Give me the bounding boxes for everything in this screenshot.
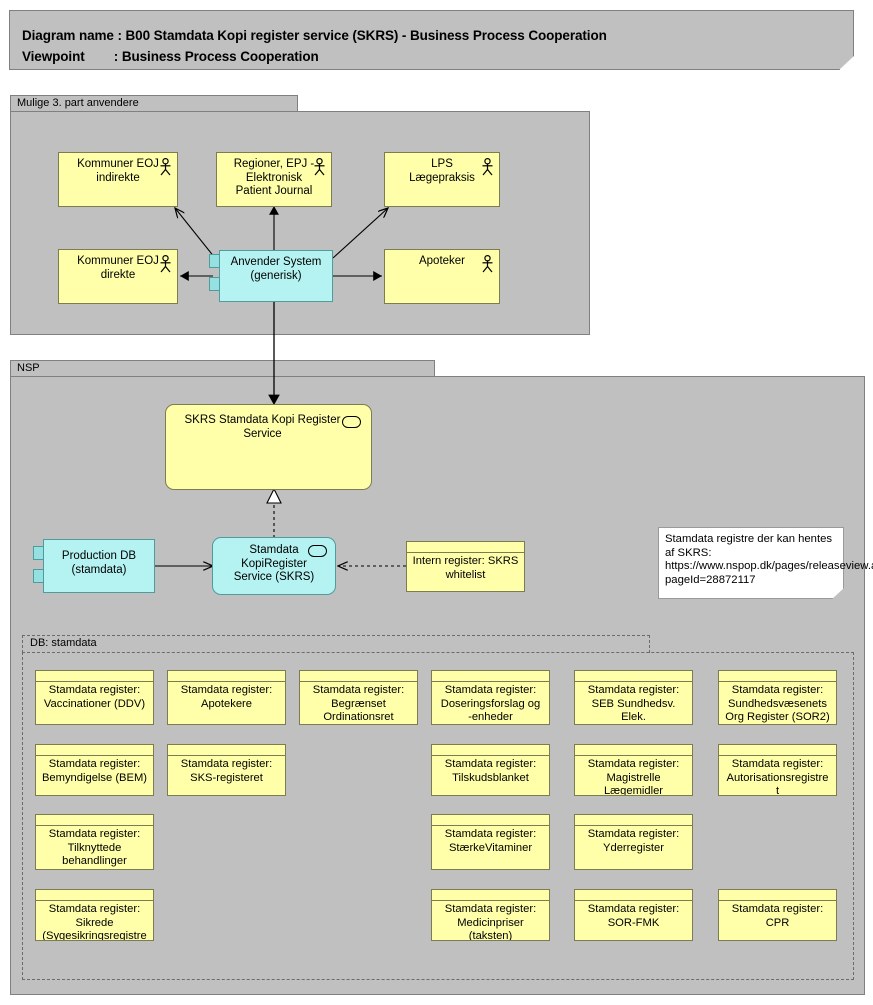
- register-card[interactable]: Stamdata register: Doseringsforslag og -…: [431, 670, 550, 725]
- register-card-label: Stamdata register: Magistrelle Lægemidle…: [587, 758, 680, 796]
- register-card-label: Stamdata register: Tilskudsblanket: [444, 758, 537, 784]
- register-card-label: Stamdata register: Yderregister: [587, 828, 680, 854]
- register-card[interactable]: Stamdata register: SEB Sundhedsv. Elek. …: [574, 670, 693, 725]
- register-card[interactable]: Stamdata register: Vaccinationer (DDV): [35, 670, 154, 725]
- register-header-strip: [575, 671, 692, 682]
- group-db-stamdata-body: [22, 652, 854, 980]
- note-fold-corner: [832, 588, 844, 599]
- note-text: Stamdata registre der kan hentes af SKRS…: [665, 533, 873, 586]
- diagram-title-banner: Diagram name : B00 Stamdata Kopi registe…: [9, 10, 854, 70]
- actor-icon: [481, 158, 494, 176]
- node-apoteker[interactable]: Apoteker: [384, 249, 500, 304]
- node-anvender-system[interactable]: Anvender System (generisk): [219, 250, 333, 302]
- group-db-stamdata-title: DB: stamdata: [30, 637, 97, 649]
- register-card-label: Stamdata register: SOR-FMK: [587, 903, 680, 929]
- register-card[interactable]: Stamdata register: StærkeVitaminer: [431, 814, 550, 870]
- actor-icon: [313, 158, 326, 176]
- service-interface-icon: [308, 545, 327, 557]
- register-card[interactable]: Stamdata register: Magistrelle Lægemidle…: [574, 744, 693, 796]
- register-header-strip: [300, 671, 417, 682]
- banner-fold-corner: [839, 56, 854, 70]
- node-regioner-epj-label: Regioner, EPJ - Elektronisk Patient Jour…: [233, 158, 315, 197]
- node-intern-register-label: Intern register: SKRS whitelist: [412, 555, 519, 581]
- register-card-label: Stamdata register: CPR: [731, 903, 824, 929]
- register-card-label: Stamdata register: Begrænset Ordinations…: [312, 684, 405, 724]
- register-card[interactable]: Stamdata register: SOR-FMK: [574, 889, 693, 941]
- register-card-label: Stamdata register: Vaccinationer (DDV): [43, 684, 146, 710]
- service-interface-icon: [342, 416, 361, 428]
- node-lps-laegepraksis-label: LPS Lægepraksis: [409, 158, 475, 184]
- register-header-strip: [719, 745, 836, 756]
- node-stamdata-kopiregister-service-label: Stamdata KopiRegister Service (SKRS): [233, 544, 315, 583]
- register-card-label: Stamdata register: Apotekere: [180, 684, 273, 710]
- group-db-stamdata: DB: stamdata: [22, 635, 854, 980]
- node-stamdata-kopiregister-service[interactable]: Stamdata KopiRegister Service (SKRS): [212, 537, 336, 595]
- group-third-party-users-tab: Mulige 3. part anvendere: [10, 95, 298, 112]
- node-kommuner-eoj-direkte-label: Kommuner EOJ direkte: [77, 255, 159, 281]
- register-header-strip: [168, 745, 285, 756]
- register-card[interactable]: Stamdata register: Autorisationsregistre…: [718, 744, 837, 796]
- register-header-strip: [36, 745, 153, 756]
- register-card[interactable]: Stamdata register: Begrænset Ordinations…: [299, 670, 418, 725]
- register-card[interactable]: Stamdata register: Bemyndigelse (BEM): [35, 744, 154, 796]
- register-card-label: Stamdata register: Medicinpriser (takste…: [444, 903, 537, 941]
- register-card[interactable]: Stamdata register: Yderregister: [574, 814, 693, 870]
- register-card[interactable]: Stamdata register: Medicinpriser (takste…: [431, 889, 550, 941]
- register-header-strip: [407, 542, 524, 553]
- register-card-label: Stamdata register: SKS-registeret: [180, 758, 273, 784]
- node-skrs-stamdata-kopi-register-service[interactable]: SKRS Stamdata Kopi Register Service: [165, 404, 372, 490]
- register-card-label: Stamdata register: Tilknyttede behandlin…: [48, 828, 141, 868]
- register-card-label: Stamdata register: Sikrede (Sygesikrings…: [42, 903, 147, 941]
- register-header-strip: [432, 815, 549, 826]
- actor-icon: [159, 255, 172, 273]
- register-header-strip: [575, 745, 692, 756]
- register-header-strip: [575, 815, 692, 826]
- register-header-strip: [432, 671, 549, 682]
- register-card[interactable]: Stamdata register: Tilknyttede behandlin…: [35, 814, 154, 870]
- node-kommuner-eoj-direkte[interactable]: Kommuner EOJ direkte: [58, 249, 178, 304]
- register-card[interactable]: Stamdata register: Sikrede (Sygesikrings…: [35, 889, 154, 941]
- register-card[interactable]: Stamdata register: SKS-registeret: [167, 744, 286, 796]
- group-third-party-users-title: Mulige 3. part anvendere: [17, 97, 139, 109]
- node-regioner-epj[interactable]: Regioner, EPJ - Elektronisk Patient Jour…: [216, 152, 332, 207]
- register-card[interactable]: Stamdata register: Sundhedsvæsenets Org …: [718, 670, 837, 725]
- register-card-label: Stamdata register: Sundhedsvæsenets Org …: [725, 684, 830, 724]
- group-nsp-title: NSP: [17, 362, 40, 374]
- register-header-strip: [719, 890, 836, 901]
- diagram-name-text: Diagram name : B00 Stamdata Kopi registe…: [22, 28, 607, 43]
- node-production-db-label: Production DB (stamdata): [61, 550, 137, 576]
- node-intern-register-skrs-whitelist[interactable]: Intern register: SKRS whitelist: [406, 541, 525, 592]
- node-skrs-service-label: SKRS Stamdata Kopi Register Service: [184, 414, 341, 440]
- register-card-label: Stamdata register: StærkeVitaminer: [444, 828, 537, 854]
- register-header-strip: [432, 745, 549, 756]
- register-card-label: Stamdata register: SEB Sundhedsv. Elek. …: [587, 684, 680, 724]
- register-card[interactable]: Stamdata register: Tilskudsblanket: [431, 744, 550, 796]
- node-kommuner-eoj-indirekte[interactable]: Kommuner EOJ indirekte: [58, 152, 178, 207]
- group-db-stamdata-tab: DB: stamdata: [22, 635, 650, 653]
- register-header-strip: [168, 671, 285, 682]
- viewpoint-text: Viewpoint : Business Process Cooperation: [22, 49, 319, 64]
- register-card-label: Stamdata register: Autorisationsregistre…: [726, 758, 829, 796]
- group-nsp-tab: NSP: [10, 360, 435, 377]
- register-header-strip: [36, 815, 153, 826]
- actor-icon: [481, 255, 494, 273]
- register-card[interactable]: Stamdata register: CPR: [718, 889, 837, 941]
- register-header-strip: [575, 890, 692, 901]
- node-kommuner-eoj-indirekte-label: Kommuner EOJ indirekte: [77, 158, 159, 184]
- register-card-label: Stamdata register: Bemyndigelse (BEM): [41, 758, 148, 784]
- note-stamdata-registre: Stamdata registre der kan hentes af SKRS…: [658, 527, 873, 599]
- node-apoteker-label: Apoteker: [418, 255, 466, 267]
- node-anvender-system-label: Anvender System (generisk): [230, 256, 322, 282]
- node-production-db[interactable]: Production DB (stamdata): [43, 539, 155, 593]
- register-header-strip: [36, 890, 153, 901]
- node-lps-laegepraksis[interactable]: LPS Lægepraksis: [384, 152, 500, 207]
- register-header-strip: [432, 890, 549, 901]
- register-card-label: Stamdata register: Doseringsforslag og -…: [440, 684, 541, 724]
- register-header-strip: [36, 671, 153, 682]
- register-header-strip: [719, 671, 836, 682]
- actor-icon: [159, 158, 172, 176]
- register-card[interactable]: Stamdata register: Apotekere: [167, 670, 286, 725]
